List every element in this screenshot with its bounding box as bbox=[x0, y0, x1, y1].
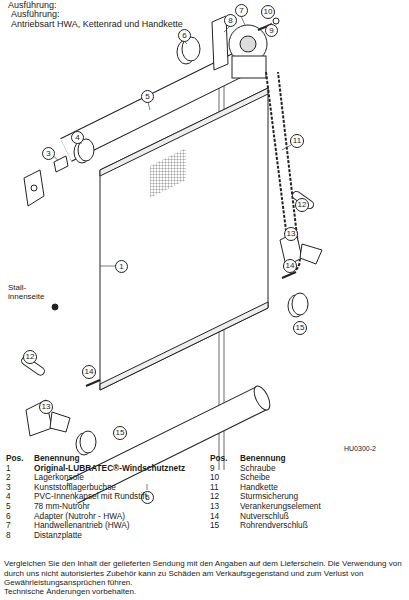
callout-number: 7 bbox=[235, 4, 248, 17]
footer-note: Technische Änderungen vorbehalten. bbox=[4, 587, 136, 596]
table-cell: 11 bbox=[210, 482, 219, 492]
callout-text: 1 bbox=[119, 263, 123, 271]
table-cell: Scheibe bbox=[240, 472, 270, 482]
callout-number: 14 bbox=[283, 259, 297, 273]
callout-number: 4 bbox=[71, 131, 84, 144]
table-cell: Schraube bbox=[240, 463, 276, 473]
table-cell: 8 bbox=[6, 530, 11, 540]
callout-text: 10 bbox=[264, 8, 273, 16]
callout-number: 15 bbox=[293, 321, 307, 335]
table-cell: Kunststofflagerbuchse bbox=[34, 482, 116, 492]
callout-number: 6 bbox=[178, 29, 191, 42]
table-cell: 9 bbox=[210, 463, 215, 473]
table-header: Pos. bbox=[210, 453, 228, 463]
callout-text: 12 bbox=[298, 201, 307, 209]
table-cell: Sturmsicherung bbox=[240, 491, 298, 501]
callout-text: 12 bbox=[26, 353, 35, 361]
table-cell: 4 bbox=[6, 491, 11, 501]
table-cell: 2 bbox=[6, 472, 11, 482]
table-cell: 1 bbox=[6, 463, 11, 473]
table-cell: Rohrendverschluß bbox=[240, 520, 308, 530]
heading-text: Ausführung: bbox=[8, 0, 57, 10]
callout-text: 9 bbox=[269, 27, 273, 35]
table-cell: 10 bbox=[210, 472, 219, 482]
callout-text: 7 bbox=[239, 7, 243, 15]
callout-text: 5 bbox=[145, 93, 149, 101]
callout-text: 4 bbox=[75, 134, 79, 142]
table-cell: 78 mm-Nutrohr bbox=[34, 501, 90, 511]
callout-text: 14 bbox=[286, 262, 295, 270]
table-cell: 15 bbox=[210, 520, 219, 530]
callout-number: 3 bbox=[42, 147, 55, 160]
table-cell: Original-LUBRATEC®-Windschutznetz bbox=[34, 463, 185, 473]
callout-number: 8 bbox=[224, 14, 237, 27]
callout-number: 15 bbox=[113, 426, 127, 440]
footer-note: Vergleichen Sie den Inhalt der geliefert… bbox=[4, 559, 404, 587]
callout-number: 12 bbox=[23, 350, 37, 364]
table-header: Pos. bbox=[6, 453, 24, 463]
table-header: Benennung bbox=[34, 453, 80, 463]
table-cell: Handkette bbox=[240, 482, 278, 492]
table-cell: 14 bbox=[210, 511, 219, 521]
side-note: Stall- innenseite bbox=[8, 283, 56, 301]
table-cell: 7 bbox=[6, 520, 11, 530]
callout-number: 1 bbox=[115, 260, 128, 273]
callout-text: 13 bbox=[287, 230, 296, 238]
callout-number: 10 bbox=[261, 5, 275, 19]
heading-text: Ausführung: bbox=[11, 9, 60, 19]
callout-text: 3 bbox=[46, 150, 50, 158]
callout-text: 8 bbox=[228, 17, 232, 25]
table-cell: 3 bbox=[6, 482, 11, 492]
table-cell: 12 bbox=[210, 491, 219, 501]
callout-text: 14 bbox=[85, 368, 94, 376]
table-cell: 6 bbox=[6, 511, 11, 521]
callout-number: 14 bbox=[82, 365, 96, 379]
table-cell: 13 bbox=[210, 501, 219, 511]
table-cell: Nutverschluß bbox=[240, 511, 289, 521]
table-cell: Distanzplatte bbox=[34, 530, 82, 540]
callout-text: 6 bbox=[182, 32, 186, 40]
table-cell: PVC-Innenkapsel mit Rundstift bbox=[34, 491, 147, 501]
table-header: Benennung bbox=[240, 453, 286, 463]
heading-text: Antriebsart HWA, Kettenrad und Handkette bbox=[11, 19, 183, 29]
callout-number: 12 bbox=[295, 198, 309, 212]
table-cell: Handwellenantrieb (HWA) bbox=[34, 520, 130, 530]
callout-number: 13 bbox=[39, 400, 53, 414]
callout-number: 9 bbox=[265, 24, 278, 37]
table-cell: Adapter (Nutrohr - HWA) bbox=[34, 511, 125, 521]
callout-text: 11 bbox=[293, 137, 301, 145]
table-cell: Lagerkonsole bbox=[34, 472, 84, 482]
callout-number: 11 bbox=[290, 134, 304, 148]
callout-number: 13 bbox=[284, 227, 298, 241]
callout-number: 5 bbox=[141, 90, 154, 103]
callout-text: 15 bbox=[296, 324, 305, 332]
table-cell: Verankerungselement bbox=[240, 501, 321, 511]
drawing-number: HU0300-2 bbox=[344, 444, 376, 454]
callout-text: 13 bbox=[42, 403, 51, 411]
table-cell: 5 bbox=[6, 501, 11, 511]
callout-text: 15 bbox=[116, 429, 125, 437]
